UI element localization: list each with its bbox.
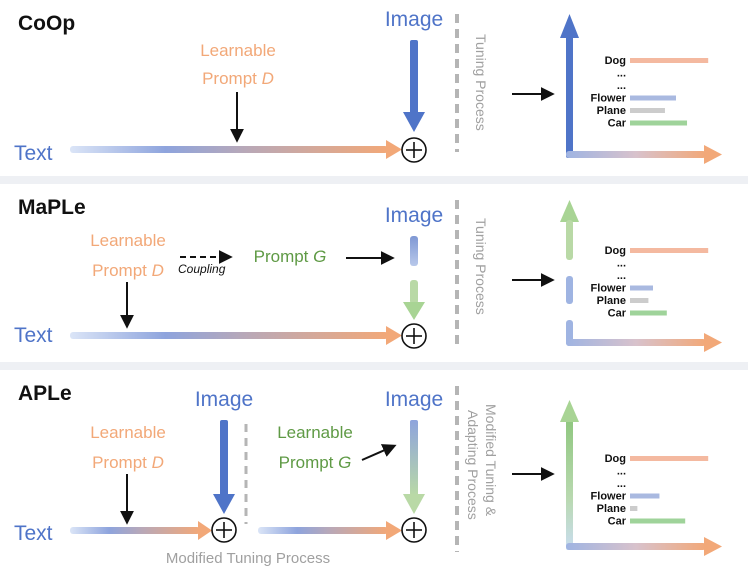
coop-y-axis-arrowhead <box>560 14 579 38</box>
aple-image-arrow-2-shaft <box>410 420 418 496</box>
coop-text-stream <box>70 146 388 153</box>
class-label: ... <box>617 68 626 80</box>
coop-panel: CoOp Learnable Prompt D Image Text Tunin… <box>14 8 722 165</box>
aple-image-arrow-1-shaft <box>220 420 228 496</box>
class-label: ... <box>617 270 626 282</box>
maple-x-axis-arrowhead <box>704 333 722 352</box>
maple-y-axis-top <box>566 220 573 260</box>
panel-separator <box>0 176 748 184</box>
class-label: Dog <box>605 245 626 257</box>
aple-image-label-2: Image <box>385 388 443 411</box>
aple-process-label-1: Modified Tuning & <box>483 404 499 517</box>
coop-prompt-line2: Prompt D <box>202 69 274 88</box>
aple-prompt-line2: Prompt D <box>92 453 164 472</box>
maple-prompt-segment <box>410 280 418 304</box>
aple-image-arrowhead-1 <box>213 494 235 514</box>
aple-prompt-g-line1: Learnable <box>277 423 353 442</box>
class-score-bar <box>630 298 649 303</box>
coop-image-label: Image <box>385 8 443 31</box>
aple-title: APLe <box>18 382 72 405</box>
aple-y-axis <box>566 420 573 550</box>
coop-prompt-line1: Learnable <box>200 41 276 60</box>
maple-process-label: Tuning Process <box>473 218 489 315</box>
aple-text-stream-1 <box>70 527 200 534</box>
class-label: Flower <box>591 283 627 295</box>
class-label: Plane <box>597 503 626 515</box>
maple-prompt-line2: Prompt D <box>92 261 164 280</box>
class-score-bar <box>630 248 709 253</box>
class-label: Car <box>608 308 627 320</box>
coop-image-arrow-shaft <box>410 40 418 114</box>
class-label: Flower <box>591 93 627 105</box>
maple-y-axis-arrowhead <box>560 200 579 222</box>
class-label: ... <box>617 80 626 92</box>
aple-prompt-g-arrow <box>361 444 397 461</box>
coop-title: CoOp <box>18 12 75 35</box>
coop-process-label: Tuning Process <box>473 34 489 131</box>
aple-text-arrowhead-2 <box>386 521 402 540</box>
aple-image-arrowhead-2 <box>403 494 425 514</box>
maple-panel: MaPLe Learnable Prompt D Coupling Prompt… <box>14 196 722 352</box>
aple-bottom-label: Modified Tuning Process <box>166 550 330 567</box>
class-label: Car <box>608 118 627 130</box>
class-label: Plane <box>597 105 626 117</box>
aple-prompt-g-line2: Prompt G <box>279 453 352 472</box>
aple-y-axis-arrowhead <box>560 400 579 422</box>
class-label: Dog <box>605 55 626 67</box>
maple-prompt-line1: Learnable <box>90 231 166 250</box>
class-score-bar <box>630 58 709 63</box>
class-score-bar <box>630 518 686 524</box>
class-score-bar <box>630 108 665 113</box>
maple-image-arrowhead <box>403 302 425 320</box>
aple-prompt-line1: Learnable <box>90 423 166 442</box>
aple-text-stream-2 <box>258 527 388 534</box>
maple-x-axis <box>566 339 706 346</box>
class-score-bar <box>630 456 709 461</box>
aple-x-axis <box>566 543 706 550</box>
class-label: Dog <box>605 453 626 465</box>
coop-text-label: Text <box>14 142 53 165</box>
coop-image-arrowhead <box>403 112 425 132</box>
class-label: ... <box>617 478 626 490</box>
class-label: ... <box>617 466 626 478</box>
aple-text-label: Text <box>14 522 53 545</box>
coop-x-axis-arrowhead <box>704 145 722 164</box>
class-label: Flower <box>591 491 627 503</box>
class-score-bar <box>630 310 667 316</box>
aple-panel: APLe Learnable Prompt D Image Learnable … <box>14 382 722 567</box>
class-label: Plane <box>597 295 626 307</box>
class-label: ... <box>617 258 626 270</box>
maple-y-axis-mid <box>566 276 573 304</box>
panel-separator <box>0 362 748 370</box>
coop-x-axis <box>566 151 706 158</box>
maple-text-label: Text <box>14 324 53 347</box>
class-score-bar <box>630 285 653 291</box>
aple-x-axis-arrowhead <box>704 537 722 556</box>
maple-image-segment <box>410 236 418 266</box>
aple-text-arrowhead-1 <box>198 521 212 540</box>
class-score-bar <box>630 493 660 499</box>
maple-image-label: Image <box>385 204 443 227</box>
class-score-bar <box>630 95 676 101</box>
maple-text-arrowhead <box>386 326 402 345</box>
maple-text-stream <box>70 332 388 339</box>
maple-title: MaPLe <box>18 196 86 219</box>
maple-prompt-g: Prompt G <box>254 247 327 266</box>
coop-text-arrowhead <box>386 140 402 159</box>
aple-process-label-2: Adapting Process <box>465 410 481 520</box>
coop-y-axis <box>566 36 573 158</box>
maple-coupling-label: Coupling <box>178 262 226 276</box>
class-score-bar <box>630 506 638 511</box>
class-score-bar <box>630 120 688 126</box>
aple-image-label-1: Image <box>195 388 253 411</box>
class-label: Car <box>608 516 627 528</box>
